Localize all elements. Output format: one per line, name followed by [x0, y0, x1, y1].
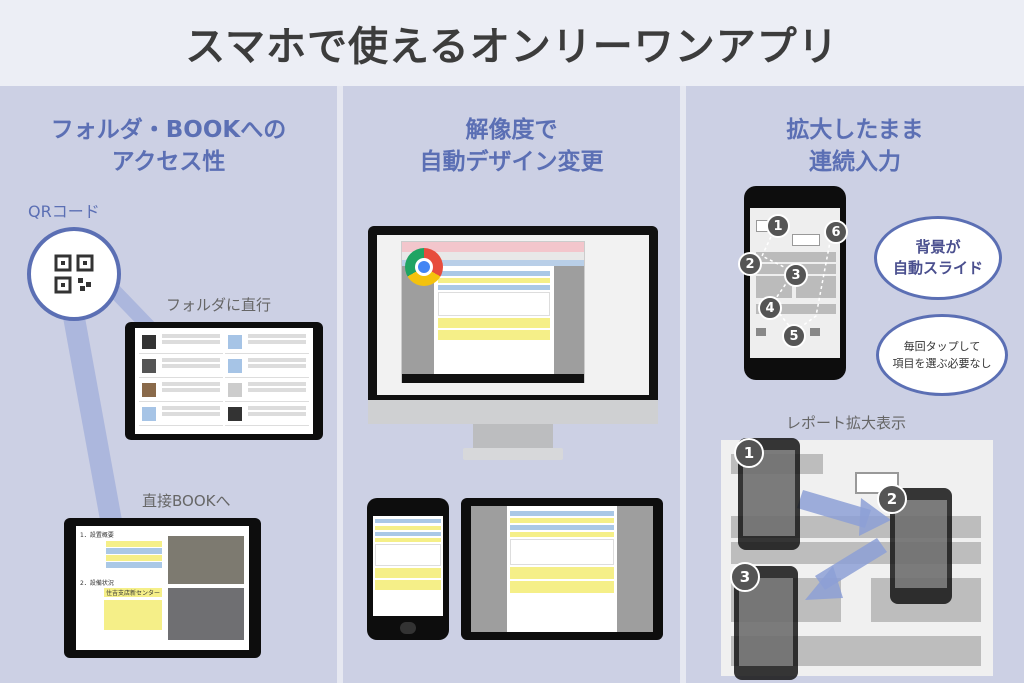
book-fields [104, 600, 162, 630]
step-badge: 5 [782, 324, 806, 348]
qr-label: QRコード [28, 202, 100, 221]
browser-window[interactable] [401, 241, 585, 383]
folder-tile[interactable] [139, 380, 223, 402]
folder-screen[interactable] [135, 328, 313, 434]
folder-label: フォルダに直行 [166, 296, 272, 314]
step-badge: 3 [784, 263, 808, 287]
panel-title: 拡大したまま 連続入力 [686, 114, 1024, 178]
small-phone-screen[interactable] [373, 516, 443, 616]
folder-tablet [125, 322, 323, 440]
step-badge: 6 [824, 220, 848, 244]
folder-grid [135, 328, 313, 430]
step-badge: 2 [738, 252, 762, 276]
book-section-1: 1．設置概要 [80, 532, 114, 539]
book-screen[interactable]: 1．設置概要 2．設備状況 住吉支店新センター [76, 526, 249, 650]
qr-code-badge[interactable] [27, 227, 121, 321]
site-photo-2 [168, 588, 244, 640]
report-step-badge: 2 [877, 484, 907, 514]
panel-title-line2: 連続入力 [809, 149, 901, 175]
panel-title-line2: アクセス性 [111, 149, 226, 175]
report-step-badge: 1 [734, 438, 764, 468]
header: スマホで使えるオンリーワンアプリ [0, 0, 1024, 86]
folder-tile[interactable] [139, 332, 223, 354]
bubble-auto-slide: 背景が 自動スライド [874, 216, 1002, 300]
step-path [761, 225, 831, 334]
bubble-auto-slide-line1: 背景が [915, 238, 961, 256]
bubble-no-tap: 毎回タップして 項目を選ぶ必要なし [876, 314, 1008, 396]
site-photo-1 [168, 536, 244, 584]
panel-zoom-input: 拡大したまま 連続入力 1 2 3 4 5 6 背景が 自動スライド [686, 86, 1024, 683]
bubble-no-tap-line2: 項目を選ぶ必要なし [892, 357, 992, 370]
panel-folder-access: フォルダ・BOOKへの アクセス性 QRコード フォルダに直行 直接BOOKへ [0, 86, 337, 683]
book-tablet: 1．設置概要 2．設備状況 住吉支店新センター [64, 518, 261, 658]
panel-title-line2: 自動デザイン変更 [419, 149, 604, 175]
report-arrows [797, 490, 891, 600]
folder-tile[interactable] [225, 380, 309, 402]
folder-tile[interactable] [139, 404, 223, 426]
panel-resolution: 解像度で 自動デザイン変更 [343, 86, 680, 683]
desktop-monitor [368, 226, 658, 400]
panel-title-line1: フォルダ・BOOKへの [50, 117, 287, 143]
home-button[interactable] [400, 622, 416, 634]
book-table [106, 540, 162, 570]
panel-title: 解像度で 自動デザイン変更 [343, 114, 680, 178]
monitor-bezel [368, 400, 658, 424]
small-phone [367, 498, 449, 640]
book-label: 直接BOOKへ [142, 492, 231, 510]
bubble-auto-slide-line2: 自動スライド [892, 259, 983, 277]
step-badge: 4 [758, 296, 782, 320]
monitor-stand [463, 448, 563, 460]
folder-tile[interactable] [225, 404, 309, 426]
report-label: レポート拡大表示 [786, 414, 907, 432]
folder-tile[interactable] [225, 332, 309, 354]
panel-title-line1: 拡大したまま [786, 117, 924, 143]
book-arrow-shaft [62, 312, 130, 564]
step-badge: 1 [766, 214, 790, 238]
monitor-screen [377, 235, 649, 395]
qr-code-icon [54, 254, 94, 294]
chrome-icon [405, 248, 443, 286]
panel-title: フォルダ・BOOKへの アクセス性 [0, 114, 337, 178]
book-section-2: 2．設備状況 [80, 580, 114, 587]
bubble-no-tap-line1: 毎回タップして [903, 340, 981, 353]
folder-tile[interactable] [139, 356, 223, 378]
book-site-name: 住吉支店新センター [104, 588, 162, 597]
page-title: スマホで使えるオンリーワンアプリ [185, 24, 839, 70]
panel-title-line1: 解像度で [465, 117, 558, 143]
tablet-device [461, 498, 663, 640]
tablet-screen[interactable] [471, 506, 653, 632]
folder-tile[interactable] [225, 356, 309, 378]
monitor-neck [473, 424, 553, 448]
report-step-badge: 3 [730, 562, 760, 592]
